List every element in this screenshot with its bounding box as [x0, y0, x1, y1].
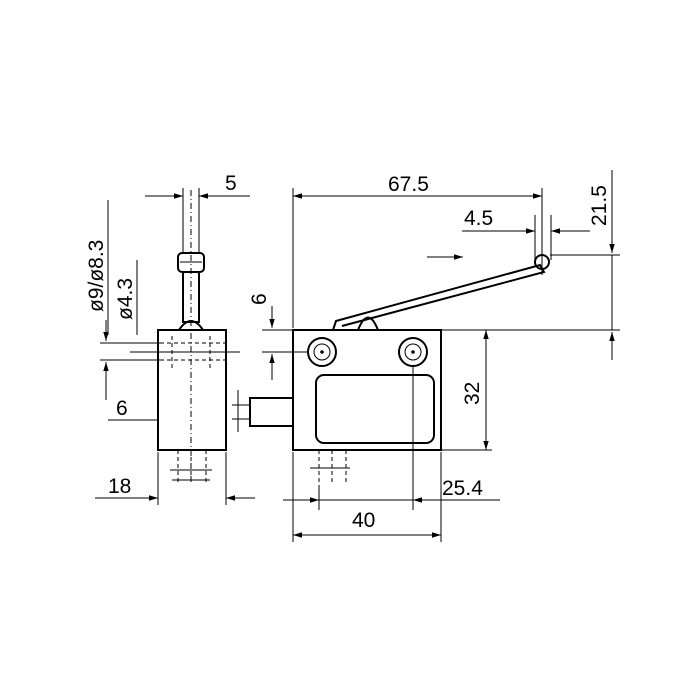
- dim-5: 5: [145, 172, 250, 252]
- dim-4-5: 4.5: [462, 207, 590, 260]
- dim-21-5: 21.5: [550, 170, 620, 360]
- dim-32: 32: [441, 330, 492, 451]
- dim-21-5-label: 21.5: [588, 185, 611, 226]
- dim-67-5-label: 67.5: [388, 173, 429, 196]
- dim-25-4-label: 25.4: [442, 477, 483, 500]
- dim-5-label: 5: [225, 172, 237, 195]
- dim-67-5: 67.5: [292, 173, 543, 328]
- side-view-body: [157, 329, 227, 451]
- dim-dia9-label: ø9/ø8.3: [85, 240, 108, 312]
- dim-32-label: 32: [461, 382, 484, 405]
- dim-diameters: ø9/ø8.3 ø4.3: [85, 200, 138, 335]
- dim-40: 40: [292, 452, 442, 542]
- front-view-window: [315, 374, 435, 444]
- side-connector: [249, 397, 294, 427]
- roller-lever: [332, 263, 546, 331]
- dim-6-vert: 6: [248, 293, 308, 380]
- dim-6-side-label: 6: [116, 397, 128, 420]
- side-view: [130, 190, 240, 485]
- dim-40-label: 40: [352, 509, 375, 532]
- plunger-roller: [177, 252, 205, 273]
- dim-18-label: 18: [108, 475, 131, 498]
- dim-25-4: 25.4: [283, 366, 500, 510]
- plunger-base: [178, 320, 204, 331]
- dim-dia4-3-label: ø4.3: [114, 278, 137, 320]
- dim-18: 18: [95, 452, 255, 505]
- dim-4-5-label: 4.5: [464, 207, 493, 230]
- dim-6-vert-label: 6: [248, 293, 271, 305]
- front-view: [232, 252, 620, 485]
- front-plunger: [357, 316, 379, 331]
- front-view-body: [292, 329, 442, 451]
- dim-6-side: 6: [100, 320, 160, 421]
